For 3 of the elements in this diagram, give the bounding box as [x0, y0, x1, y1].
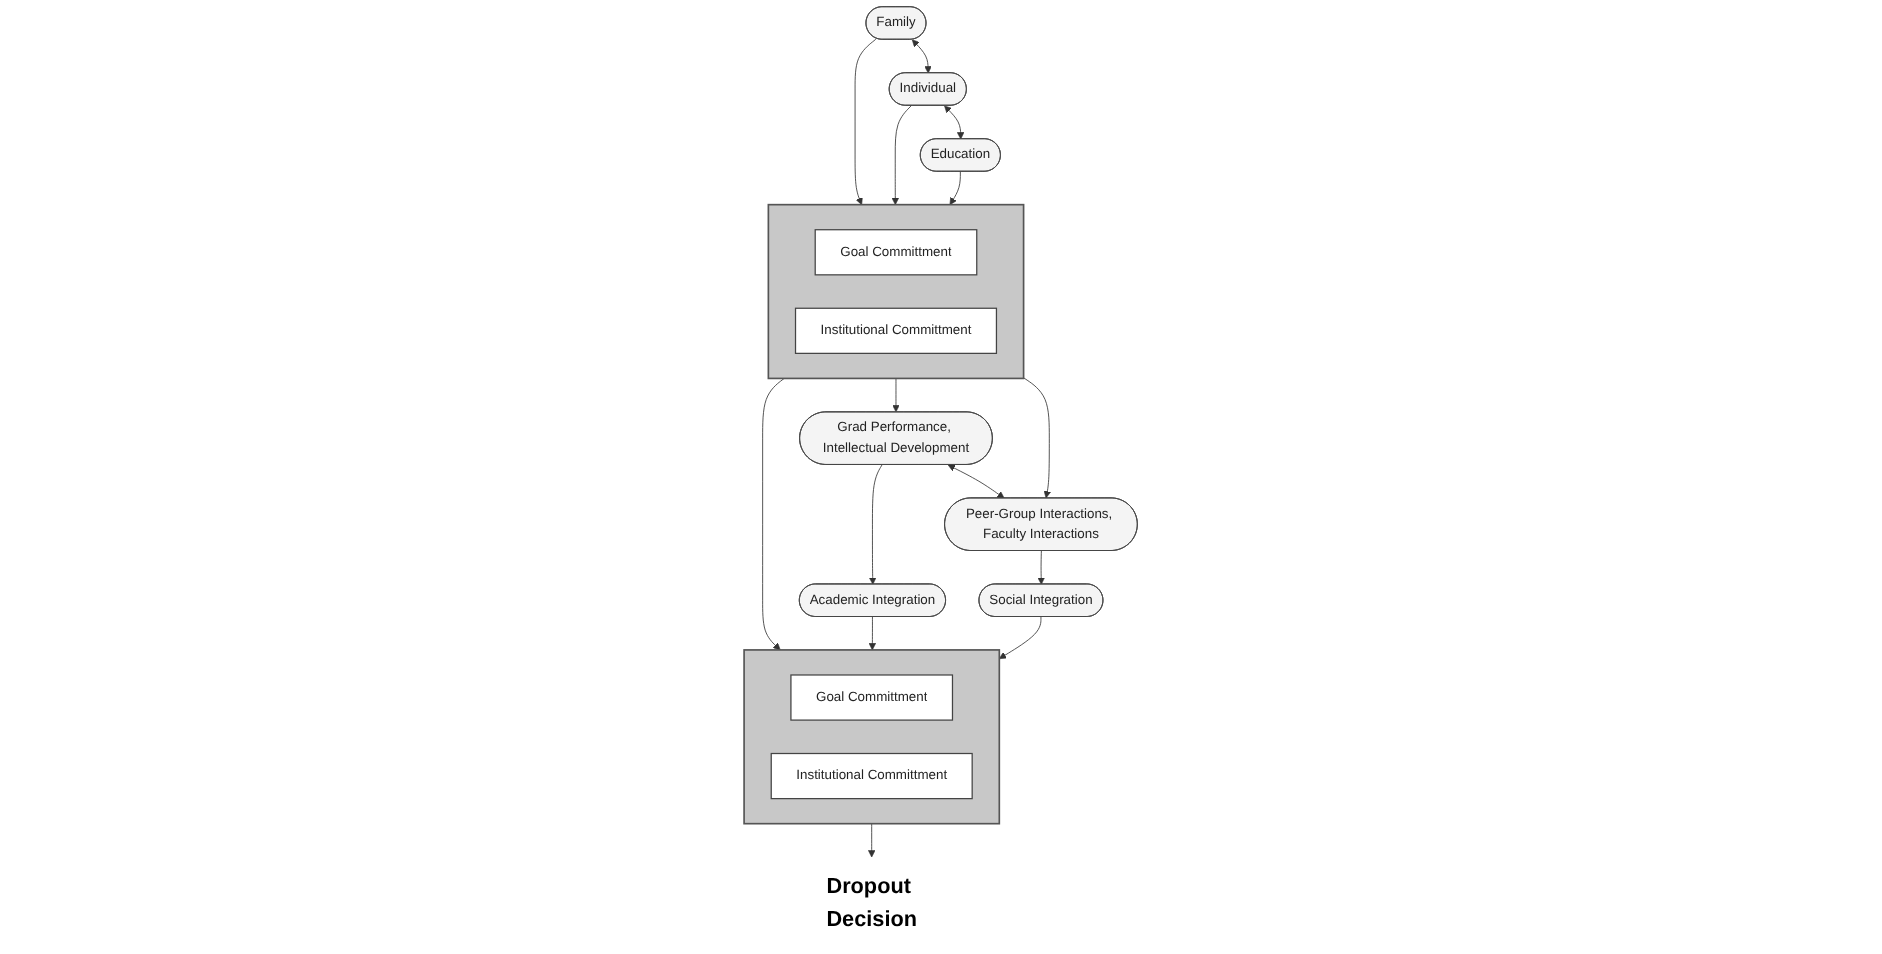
cluster	[767, 203, 1025, 380]
node-text: Dropout Decision	[826, 872, 918, 931]
cluster	[743, 649, 1001, 825]
